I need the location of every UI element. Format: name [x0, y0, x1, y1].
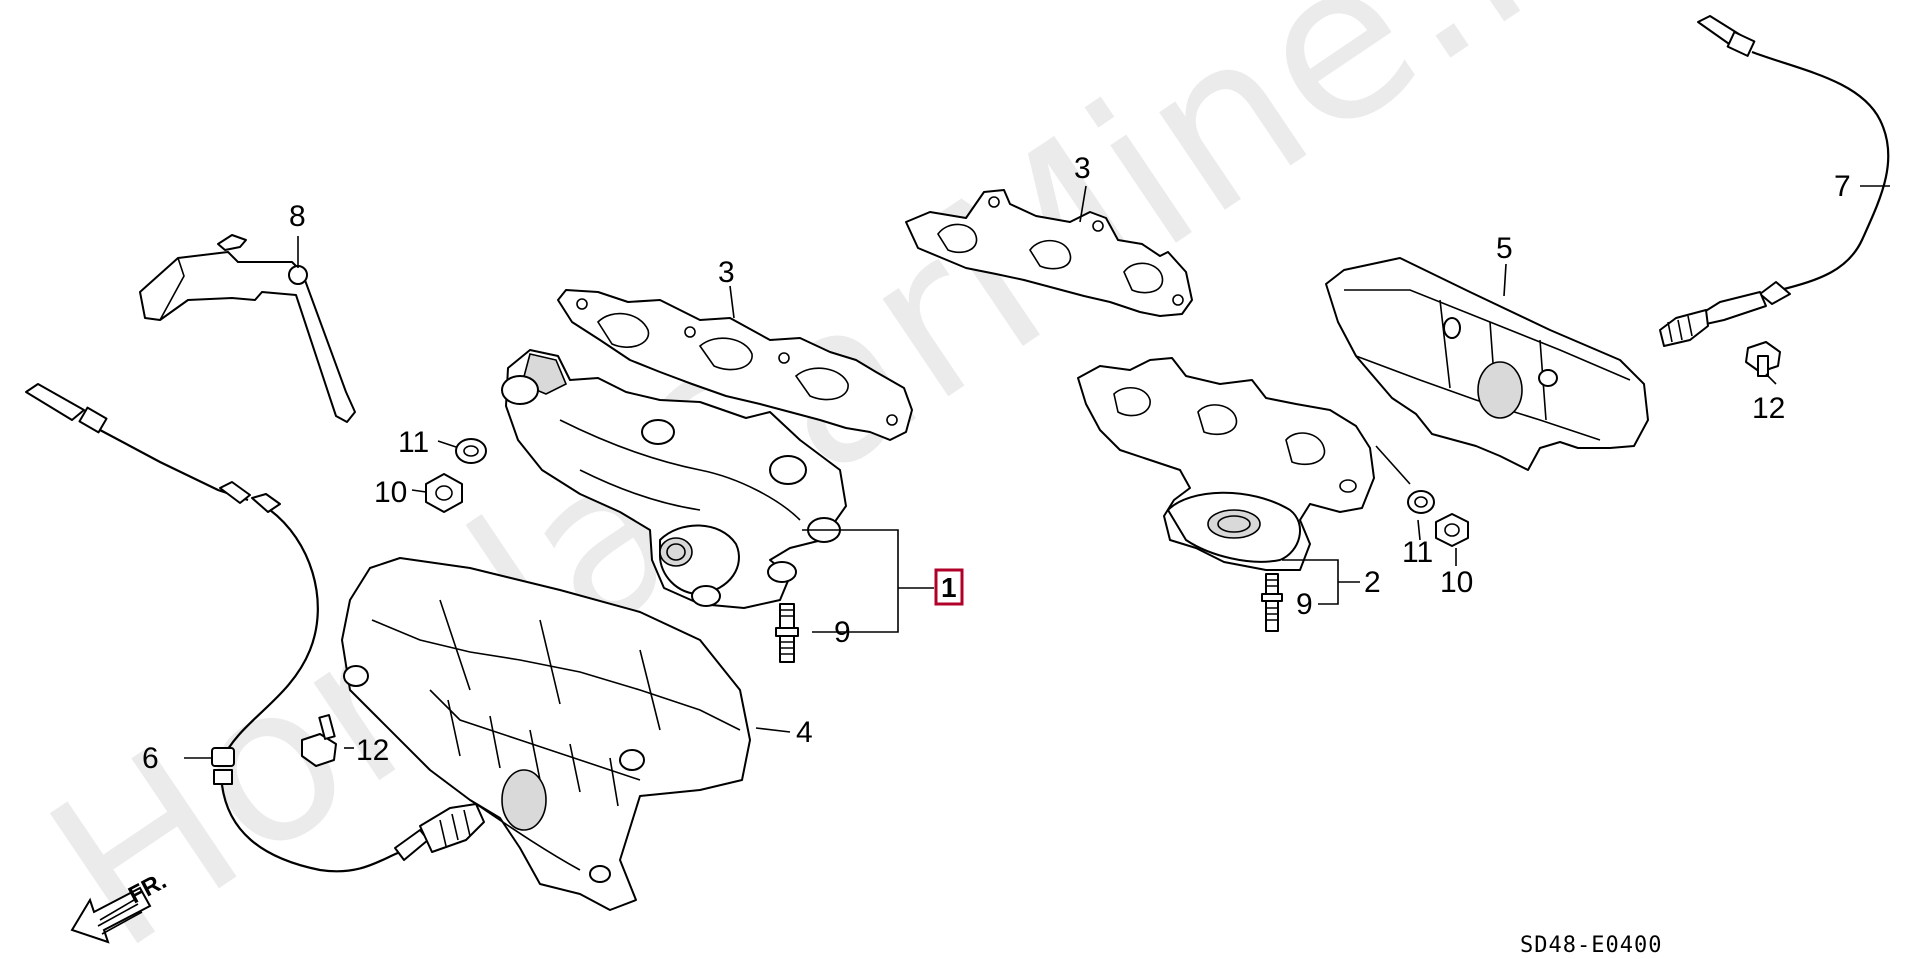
part-2-exhaust-manifold-right[interactable] [1077, 357, 1375, 571]
part-10-nut-left[interactable] [425, 473, 463, 513]
callout-1: 1 [941, 572, 957, 603]
part-10-nut-right[interactable] [1435, 513, 1469, 547]
part-12-bolt-left[interactable] [301, 714, 337, 767]
callout-10-left: 10 [374, 476, 407, 509]
part-9-stud-left[interactable] [775, 603, 799, 663]
part-7-oxygen-sensor[interactable] [1659, 15, 1890, 347]
callout-12-left: 12 [356, 734, 389, 767]
part-5-heat-shield-right[interactable] [1325, 257, 1649, 471]
callout-7: 7 [1834, 170, 1851, 203]
callout-8: 8 [289, 200, 306, 233]
callout-10-right: 10 [1440, 566, 1473, 599]
callout-3-left: 3 [718, 256, 735, 289]
part-12-bolt-right[interactable] [1745, 341, 1781, 377]
part-4-heat-shield-left[interactable] [341, 557, 751, 911]
callout-5: 5 [1496, 232, 1513, 265]
callout-2: 2 [1364, 566, 1381, 599]
part-9-stud-right[interactable] [1261, 573, 1283, 632]
part-6-oxygen-sensor[interactable] [25, 383, 485, 873]
callout-4: 4 [796, 716, 813, 749]
callout-9-left: 9 [834, 616, 851, 649]
callout-11-right: 11 [1402, 536, 1433, 569]
callout-12-right: 12 [1752, 392, 1785, 425]
part-11-washer-left[interactable] [455, 438, 487, 464]
callout-9-right: 9 [1296, 588, 1313, 621]
part-11-washer-right[interactable] [1407, 490, 1435, 514]
part-3-gasket-right[interactable] [905, 189, 1193, 317]
callout-1-highlight-box[interactable] [934, 568, 964, 606]
callout-11-left: 11 [398, 426, 429, 459]
callout-3-right: 3 [1074, 152, 1091, 185]
callout-6: 6 [142, 742, 159, 775]
diagram-code: SD48-E0400 [1520, 933, 1662, 958]
part-3-gasket-left[interactable] [557, 289, 913, 441]
leader-lines [184, 185, 1890, 759]
part-1-exhaust-manifold-left[interactable] [501, 349, 847, 609]
watermark: HondaCarMine.ru [8, 0, 1703, 959]
part-8-bracket[interactable] [139, 234, 356, 423]
